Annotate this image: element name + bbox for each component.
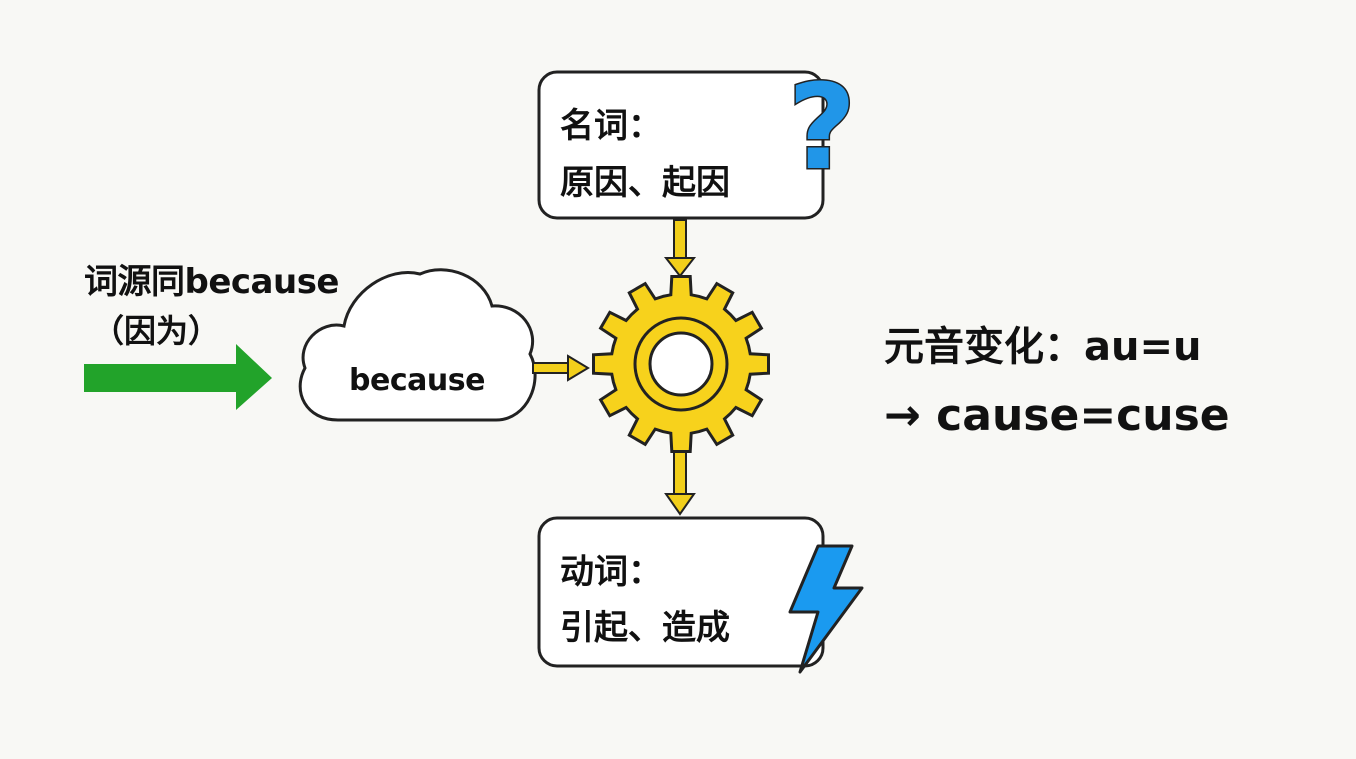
svg-text:?: ? <box>788 58 856 196</box>
question-mark-icon: ? <box>786 57 857 198</box>
origin-subtitle: （因为） <box>92 312 221 350</box>
connector-cloud-to-gear <box>532 354 590 382</box>
connector-noun-to-gear <box>663 219 697 278</box>
green-arrow-icon <box>84 344 272 410</box>
vowel-rule-title: 元音变化：au=u <box>884 324 1202 370</box>
connector-gear-to-verb <box>664 451 696 516</box>
noun-box <box>537 70 825 220</box>
gear-icon <box>592 275 770 453</box>
verb-meaning: 引起、造成 <box>560 608 730 648</box>
verb-heading: 动词： <box>560 552 662 592</box>
cloud-label: because <box>349 363 485 398</box>
origin-title: 词源同because <box>84 262 340 302</box>
lightning-bolt-icon <box>788 544 864 674</box>
noun-meaning: 原因、起因 <box>560 163 730 203</box>
cloud-icon <box>298 268 537 422</box>
noun-heading: 名词： <box>560 106 662 146</box>
vowel-rule-example: → cause=cuse <box>884 390 1230 441</box>
